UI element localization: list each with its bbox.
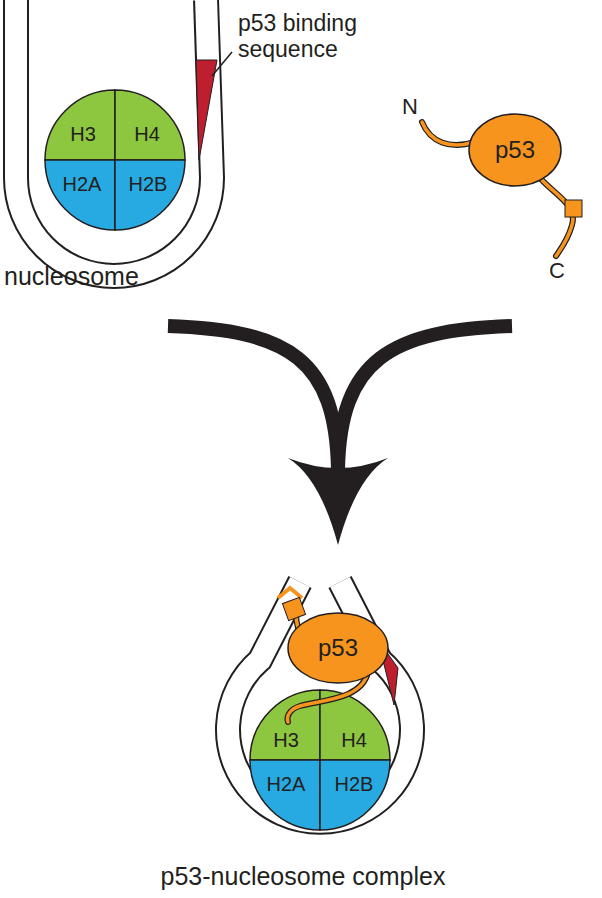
- node-label: H4: [134, 123, 160, 146]
- histone: [45, 90, 115, 160]
- binding-site: [196, 60, 217, 160]
- node-label: H2B: [335, 773, 374, 796]
- histone-h3: H3: [52, 112, 114, 156]
- histone-h2a: H2A: [254, 762, 318, 806]
- caption-label: nucleosome: [4, 262, 139, 291]
- node-label: H4: [341, 729, 367, 752]
- n-tail: [422, 122, 474, 145]
- node-label: H2A: [63, 173, 102, 196]
- histone: [115, 160, 185, 230]
- domain-square: [282, 597, 305, 620]
- histone-h2a: H2A: [50, 162, 114, 206]
- p53-protein: p53: [294, 626, 382, 670]
- p53-protein: p53: [475, 125, 555, 175]
- histone: [250, 760, 320, 830]
- histone-h4: H4: [322, 722, 386, 758]
- caption-label: p53-nucleosome complex: [2, 862, 602, 891]
- histone: [250, 690, 320, 760]
- dna-fill: [16, 0, 212, 276]
- node-label: H3: [70, 123, 96, 146]
- c-tail: [278, 588, 302, 598]
- histone-h2b: H2B: [116, 162, 180, 206]
- p53-body: [288, 613, 388, 683]
- node-label: H2B: [129, 173, 168, 196]
- histone-h2b: H2B: [322, 762, 386, 806]
- terminus-label: N: [402, 94, 418, 119]
- leader-line: [212, 52, 232, 76]
- node-label: p53: [318, 634, 358, 662]
- histone-h3: H3: [254, 722, 318, 758]
- callout-label: p53 binding sequence: [238, 10, 398, 63]
- n-tail: [422, 122, 474, 145]
- arrow-head: [288, 458, 388, 545]
- histone: [320, 760, 390, 830]
- domain-square: [565, 200, 582, 217]
- terminus-label: C: [549, 258, 565, 283]
- histone: [45, 160, 115, 230]
- arrow-stroke: [168, 326, 338, 470]
- node-label: H3: [273, 729, 299, 752]
- node-label: p53: [495, 136, 535, 164]
- histone-h4: H4: [116, 112, 178, 156]
- arrow-stroke: [338, 326, 512, 470]
- node-label: H2A: [267, 773, 306, 796]
- histone: [115, 90, 185, 160]
- p53-body: [469, 114, 561, 186]
